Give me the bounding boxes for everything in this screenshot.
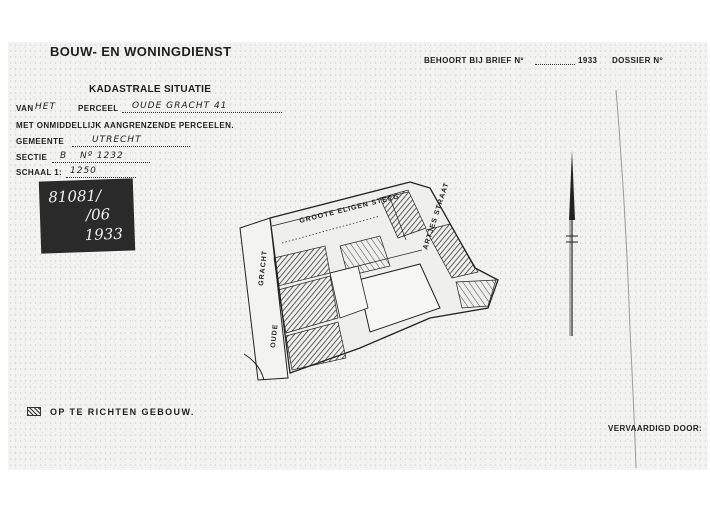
- perceel-line: [122, 112, 282, 113]
- gemeente-label: GEMEENTE: [16, 137, 65, 146]
- archive-stamp: 81081/ /06 1933: [38, 178, 136, 254]
- margin-fold-line: [615, 90, 637, 469]
- parcel-hatched: [339, 235, 391, 277]
- vervaardigd-label: VERVAARDIGD DOOR:: [608, 424, 703, 433]
- stamp-line-1: 81081/: [48, 186, 102, 207]
- form-title: KADASTRALE SITUATIE: [89, 84, 212, 95]
- year-text: 1933: [578, 56, 598, 65]
- parcel-plain: [357, 263, 441, 333]
- canal-bend: [243, 353, 265, 381]
- gemeente-value: UTRECHT: [92, 135, 142, 145]
- parcel-hatched: [285, 321, 347, 371]
- dossier-label: DOSSIER Nº: [612, 56, 663, 65]
- org-title: BOUW- EN WONINGDIENST: [50, 44, 232, 59]
- stamp-line-2: /06: [85, 205, 111, 225]
- schaal-label: SCHAAL 1:: [16, 168, 63, 177]
- legend-label: OP TE RICHTEN GEBOUW.: [50, 407, 195, 417]
- brief-number-line: [535, 64, 575, 65]
- street-label-oude: OUDE: [270, 323, 279, 348]
- parcel-line: [389, 197, 407, 241]
- cadastral-map: GROOTE ELIGEN STEEG GRACHT OUDE ARTJES S…: [239, 181, 499, 381]
- van-label: VAN: [16, 104, 34, 113]
- parcel-hatched: [277, 275, 339, 334]
- van-value: HET: [35, 102, 56, 112]
- behoort-label: BEHOORT BIJ BRIEF Nº: [424, 56, 524, 65]
- sectie-value: B: [60, 151, 68, 161]
- perceel-label: PERCEEL: [78, 104, 119, 113]
- street-top-dashes: [281, 215, 381, 244]
- parcel-hatched: [455, 279, 497, 309]
- canal-outline: [239, 217, 289, 381]
- parcel-hatched: [425, 223, 479, 279]
- sectie-line: [52, 162, 150, 163]
- schaal-value: 1250: [70, 166, 97, 176]
- parcel-line: [329, 249, 423, 274]
- stamp-line-3: 1933: [84, 224, 124, 245]
- onmiddellijk-line: MET ONMIDDELLIJK AANGRENZENDE PERCEELEN.: [16, 121, 234, 130]
- sectie-number: Nº 1232: [80, 151, 124, 161]
- north-arrow-icon: [566, 150, 578, 336]
- schaal-line: [66, 177, 136, 178]
- sectie-label: SECTIE: [16, 153, 48, 162]
- street-label-gracht: GRACHT: [258, 250, 269, 286]
- gemeente-line: [72, 146, 190, 147]
- perceel-value: OUDE GRACHT 41: [132, 101, 228, 111]
- legend-hatch-swatch: [27, 407, 41, 416]
